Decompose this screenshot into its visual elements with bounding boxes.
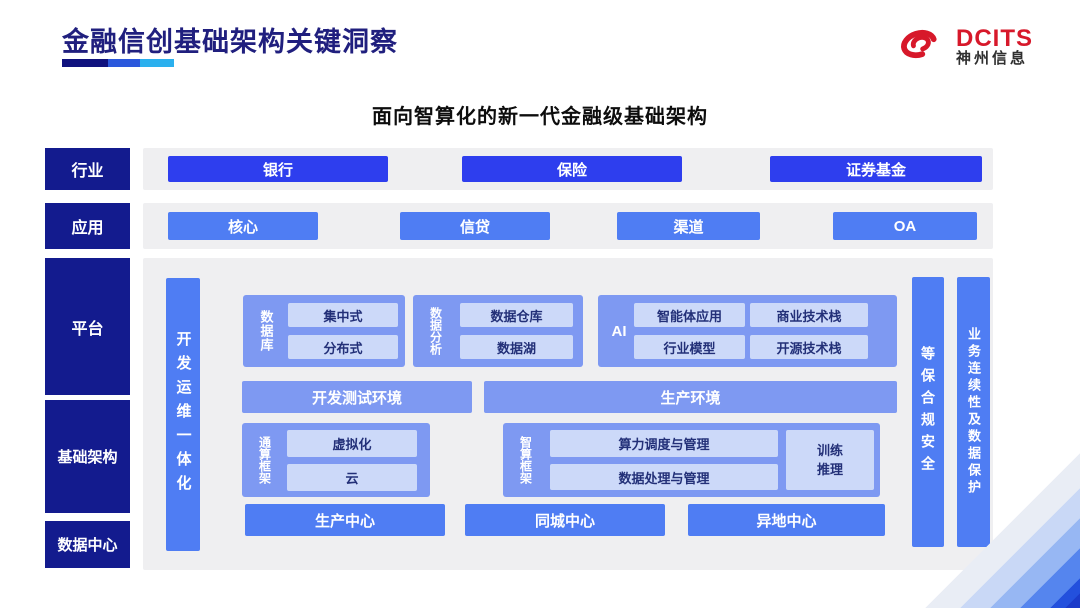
platform-panel: 开发运维一体化 数据库 集中式 分布式 数据分析 数据仓库 数据湖 AI 智能体… <box>143 258 993 570</box>
intelligent-item-training-inference: 训练推理 <box>786 430 874 490</box>
center-same-city: 同城中心 <box>465 504 665 536</box>
database-item-centralized: 集中式 <box>288 303 398 327</box>
company-logo: DCITS 神州信息 <box>890 18 1033 75</box>
underline-segment-blue <box>108 59 140 67</box>
app-item-credit: 信贷 <box>400 212 550 240</box>
database-section-label: 数据库 <box>258 310 274 352</box>
general-framework-label: 通算框架 <box>257 436 272 484</box>
general-framework-section: 通算框架 虚拟化 云 <box>242 423 430 497</box>
ai-item-commercial-stack: 商业技术栈 <box>750 303 868 327</box>
analytics-item-lake: 数据湖 <box>460 335 573 359</box>
logo-company: 神州信息 <box>956 50 1029 68</box>
database-section: 数据库 集中式 分布式 <box>243 295 405 367</box>
ai-section-label: AI <box>611 322 627 340</box>
industry-item-securities: 证券基金 <box>770 156 982 182</box>
title-underline <box>62 59 174 67</box>
center-production: 生产中心 <box>245 504 445 536</box>
center-remote: 异地中心 <box>688 504 885 536</box>
diagram-title: 面向智算化的新一代金融级基础架构 <box>372 106 708 128</box>
app-item-core: 核心 <box>168 212 318 240</box>
application-row-panel: 核心 信贷 渠道 OA <box>143 203 993 249</box>
business-continuity-bar: 业务连续性及数据保护 <box>957 277 990 547</box>
general-item-cloud: 云 <box>287 464 417 491</box>
page-title: 金融信创基础架构关键洞察 <box>62 27 398 57</box>
sidebar-item-application: 应用 <box>45 203 130 249</box>
security-compliance-bar: 等保合规安全 <box>912 277 944 547</box>
intelligent-item-compute-scheduling: 算力调度与管理 <box>550 430 778 457</box>
intelligent-item-data-processing: 数据处理与管理 <box>550 464 778 490</box>
dev-test-environment-bar: 开发测试环境 <box>242 381 472 413</box>
underline-segment-light <box>140 59 174 67</box>
production-environment-bar: 生产环境 <box>484 381 897 413</box>
logo-brand: DCITS <box>956 25 1033 53</box>
general-item-virtualization: 虚拟化 <box>287 430 417 457</box>
analytics-item-warehouse: 数据仓库 <box>460 303 573 327</box>
industry-item-bank: 银行 <box>168 156 388 182</box>
sidebar-item-industry: 行业 <box>45 148 130 190</box>
industry-row-panel: 银行 保险 证券基金 <box>143 148 993 190</box>
ai-item-agent-apps: 智能体应用 <box>634 303 745 327</box>
ai-item-industry-models: 行业模型 <box>634 335 745 359</box>
sidebar-item-datacenter: 数据中心 <box>45 521 130 568</box>
intelligent-framework-section: 智算框架 算力调度与管理 数据处理与管理 训练推理 <box>503 423 880 497</box>
red-swirl-icon <box>890 18 948 75</box>
analytics-section: 数据分析 数据仓库 数据湖 <box>413 295 583 367</box>
sidebar-item-platform: 平台 <box>45 258 130 395</box>
ai-item-opensource-stack: 开源技术栈 <box>750 335 868 359</box>
database-item-distributed: 分布式 <box>288 335 398 359</box>
underline-segment-dark <box>62 59 108 67</box>
ai-section: AI 智能体应用 商业技术栈 行业模型 开源技术栈 <box>598 295 897 367</box>
devops-vertical-bar: 开发运维一体化 <box>166 278 200 551</box>
app-item-oa: OA <box>833 212 977 240</box>
intelligent-framework-label: 智算框架 <box>518 436 533 484</box>
analytics-section-label: 数据分析 <box>428 307 443 355</box>
app-item-channel: 渠道 <box>617 212 760 240</box>
industry-item-insurance: 保险 <box>462 156 682 182</box>
sidebar-item-infrastructure: 基础架构 <box>45 400 130 513</box>
